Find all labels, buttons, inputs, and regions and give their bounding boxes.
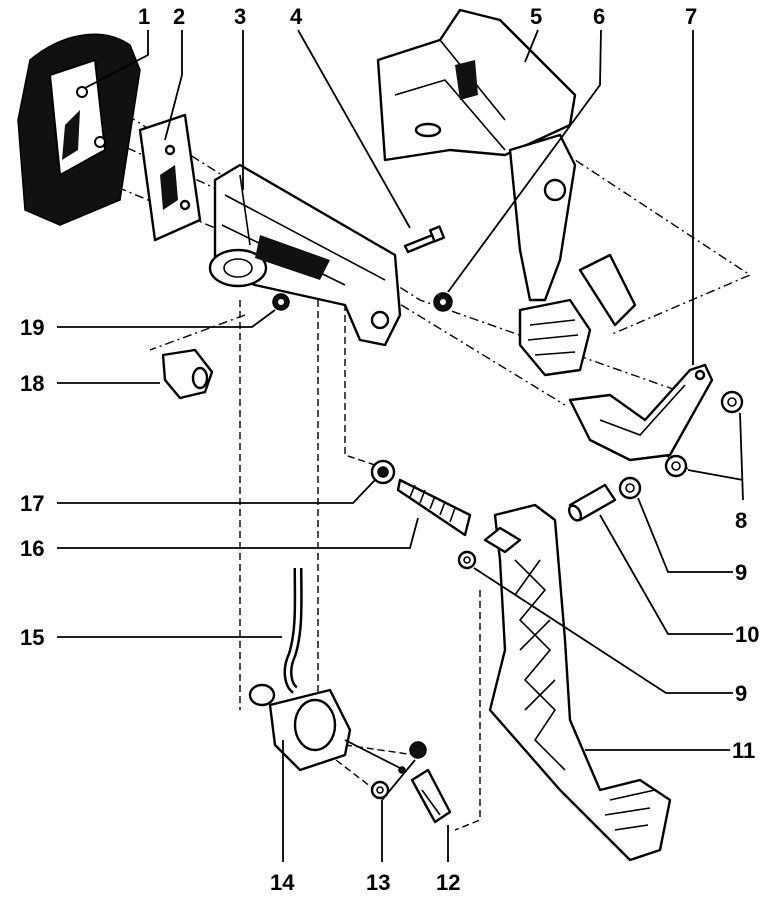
- callout-3: 3: [234, 4, 247, 29]
- part-8-nuts: [664, 390, 744, 478]
- callout-11: 11: [732, 738, 756, 763]
- callout-17: 17: [20, 491, 45, 516]
- part-4-bolt: [403, 225, 446, 254]
- part-6-nut: [433, 292, 453, 312]
- part-3-pedal-bracket: [208, 163, 402, 347]
- callout-8: 8: [735, 508, 748, 533]
- part-12-sleeve: [410, 768, 452, 824]
- part-5-brake-pedal-assembly: [376, 8, 637, 377]
- callout-2: 2: [173, 4, 186, 29]
- callout-12: 12: [436, 870, 461, 895]
- callout-1: 1: [138, 4, 151, 29]
- callout-16: 16: [20, 536, 45, 561]
- part-7-pedal-lever: [568, 363, 714, 462]
- callout-13: 13: [366, 870, 391, 895]
- callout-14: 14: [270, 870, 295, 895]
- part-17-clip: [370, 459, 396, 485]
- leader-lines: [57, 29, 744, 862]
- callout-18: 18: [20, 371, 45, 396]
- callout-19: 19: [20, 315, 45, 340]
- callout-4: 4: [290, 4, 303, 29]
- part-2-mounting-plate: [138, 113, 202, 242]
- part-10-sleeve: [567, 483, 617, 522]
- part-1-firewall-bracket: [17, 33, 141, 226]
- part-19-nut: [272, 293, 290, 311]
- part-18-bushing: [161, 348, 214, 400]
- part-13-nuts: [370, 741, 427, 800]
- callout-6: 6: [593, 4, 606, 29]
- part-9-bushing-upper: [618, 476, 642, 500]
- callout-5: 5: [530, 4, 543, 29]
- callout-15: 15: [20, 625, 45, 650]
- part-9-bushing-lower: [457, 550, 477, 570]
- alignment-lines: [94, 94, 752, 831]
- callout-9-lower: 9: [735, 681, 748, 706]
- callout-10: 10: [735, 622, 760, 647]
- part-14-master-cylinder: [248, 683, 406, 774]
- callout-7: 7: [685, 4, 698, 29]
- part-15-hose: [283, 567, 303, 694]
- part-11-pedal: [483, 503, 672, 862]
- part-16-spring: [396, 478, 472, 537]
- callout-9-upper: 9: [735, 560, 748, 585]
